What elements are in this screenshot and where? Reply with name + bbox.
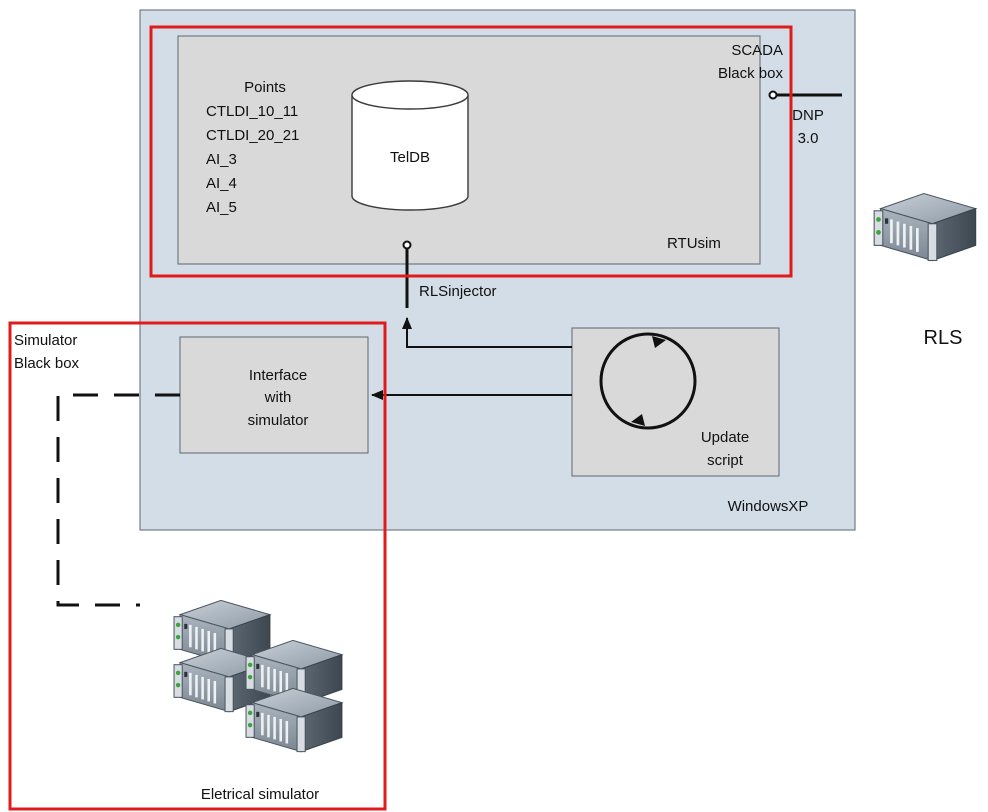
rlsinjector-label: RLSinjector — [419, 283, 497, 300]
update-label-line2: script — [707, 452, 744, 469]
scada-label-line1: SCADA — [731, 42, 783, 59]
electrical-simulator-servers-icon — [172, 598, 344, 754]
point-item: AI_3 — [206, 151, 237, 168]
simulator-highlight-frame — [8, 321, 387, 811]
simulator-label-line1: Simulator — [14, 332, 77, 349]
rls-server-icon — [872, 191, 978, 263]
point-item: CTLDI_20_21 — [206, 127, 299, 144]
update-label-line1: Update — [701, 429, 749, 446]
point-item: AI_4 — [206, 175, 237, 192]
update-to-rlsinjector-arrow — [402, 317, 572, 348]
electrical-simulator-label: Eletrical simulator — [201, 786, 319, 803]
interface-label-line3: simulator — [248, 412, 309, 429]
point-item: AI_5 — [206, 199, 237, 216]
point-item: CTLDI_10_11 — [206, 103, 298, 120]
windowsxp-label: WindowsXP — [728, 498, 809, 515]
points-title: Points — [244, 79, 286, 96]
rtusim-box — [177, 35, 761, 265]
cycle-icon — [599, 332, 697, 430]
rls-label: RLS — [924, 327, 963, 349]
dnp-label-line2: 3.0 — [798, 130, 819, 147]
teldb-label: TelDB — [390, 149, 430, 166]
teldb-database-icon — [351, 80, 469, 211]
rlsinjector-port — [402, 240, 412, 250]
scada-port — [768, 90, 778, 100]
rtusim-label: RTUsim — [667, 235, 721, 252]
simulator-label-line2: Black box — [14, 355, 80, 372]
interface-label-line1: Interface — [249, 367, 307, 384]
simulator-dashed-link — [56, 393, 180, 607]
rtusim-highlight-frame — [149, 25, 793, 278]
dnp-label-line1: DNP — [792, 107, 824, 124]
update-script-box — [571, 327, 780, 477]
scada-label-line2: Black box — [718, 65, 784, 82]
interface-box — [179, 336, 369, 454]
interface-label-line2: with — [264, 389, 292, 406]
